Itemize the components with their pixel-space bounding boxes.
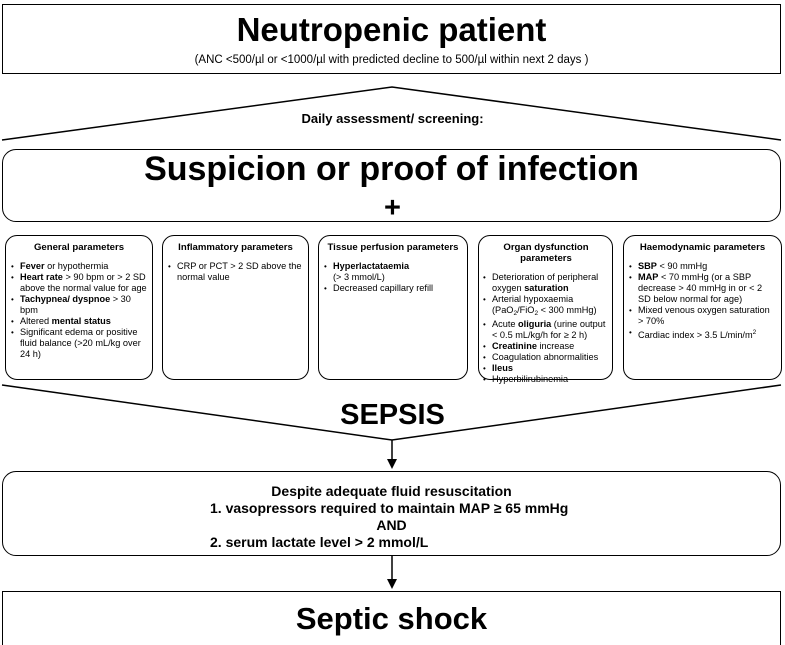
haemodynamic-parameters-box: Haemodynamic parameters SBP < 90 mmHg MA… bbox=[623, 235, 782, 380]
resuscitation-box: Despite adequate fluid resuscitation 1. … bbox=[2, 471, 781, 556]
resuscitation-line-4: 2. serum lactate level > 2 mmol/L bbox=[210, 534, 429, 550]
list-item: Tachypnea/ dyspnoe > 30 bpm bbox=[11, 294, 148, 316]
list-item: Decreased capillary refill bbox=[324, 283, 463, 294]
neutropenic-box: Neutropenic patient (ANC <500/µl or <100… bbox=[2, 4, 781, 74]
general-parameters-box: General parameters Fever or hypothermia … bbox=[5, 235, 153, 380]
list-item: CRP or PCT > 2 SD above the normal value bbox=[168, 261, 304, 283]
list-item: Creatinine increase bbox=[483, 341, 610, 352]
list-item: MAP < 70 mmHg (or a SBP decrease > 40 mm… bbox=[629, 272, 777, 305]
list-item: Arterial hypoxaemia (PaO2/FiO2 < 300 mmH… bbox=[483, 294, 610, 319]
sepsis-label: SEPSIS bbox=[340, 399, 445, 431]
list-item: Heart rate > 90 bpm or > 2 SD above the … bbox=[11, 272, 148, 294]
arrow-shock-head bbox=[387, 579, 397, 589]
list-item: Altered mental status bbox=[11, 316, 148, 327]
list-item: Cardiac index > 3.5 L/min/m2 bbox=[629, 327, 777, 341]
inflammatory-parameters-box: Inflammatory parameters CRP or PCT > 2 S… bbox=[162, 235, 309, 380]
suspicion-box: Suspicion or proof of infection bbox=[2, 149, 781, 222]
list-item: Hyperbilirubinemia bbox=[483, 374, 610, 385]
resuscitation-line-2: 1. vasopressors required to maintain MAP… bbox=[210, 500, 569, 516]
list-item: Deterioration of peripheral oxygen satur… bbox=[483, 272, 610, 294]
septic-shock-box: Septic shock bbox=[2, 591, 781, 645]
resuscitation-line-3: AND bbox=[376, 517, 407, 533]
inflammatory-parameters-title: Inflammatory parameters bbox=[178, 242, 293, 253]
arrow-sepsis-head bbox=[387, 459, 397, 469]
haemodynamic-parameters-title: Haemodynamic parameters bbox=[639, 242, 766, 253]
list-item: Hyperlactataemia (> 3 mmol/L) bbox=[324, 261, 463, 283]
list-item: SBP < 90 mmHg bbox=[629, 261, 777, 272]
list-item: Ileus bbox=[483, 363, 610, 374]
top-chevron bbox=[1, 86, 782, 141]
tissue-perfusion-box: Tissue perfusion parameters Hyperlactata… bbox=[318, 235, 468, 380]
list-item: Mixed venous oxygen saturation > 70% bbox=[629, 305, 777, 327]
septic-shock-title: Septic shock bbox=[295, 601, 488, 636]
organ-dysfunction-box: Organ dysfunction parameters Deteriorati… bbox=[478, 235, 613, 385]
list-item: Significant edema or positive fluid bala… bbox=[11, 327, 148, 360]
suspicion-title: Suspicion or proof of infection bbox=[144, 150, 639, 188]
resuscitation-line-1: Despite adequate fluid resuscitation bbox=[271, 483, 512, 499]
tissue-perfusion-title: Tissue perfusion parameters bbox=[327, 242, 459, 253]
neutropenic-subtitle: (ANC <500/µl or <1000/µl with predicted … bbox=[194, 54, 589, 66]
list-item: Fever or hypothermia bbox=[11, 261, 148, 272]
daily-assessment-label: Daily assessment/ screening: bbox=[301, 111, 484, 126]
plus-sign: + bbox=[384, 192, 401, 224]
general-parameters-title: General parameters bbox=[33, 242, 125, 253]
organ-dysfunction-title: Organ dysfunction parameters bbox=[503, 242, 589, 264]
list-item: Acute oliguria (urine output < 0.5 mL/kg… bbox=[483, 319, 610, 341]
neutropenic-title: Neutropenic patient bbox=[236, 11, 547, 48]
list-item: Coagulation abnormalities bbox=[483, 352, 610, 363]
